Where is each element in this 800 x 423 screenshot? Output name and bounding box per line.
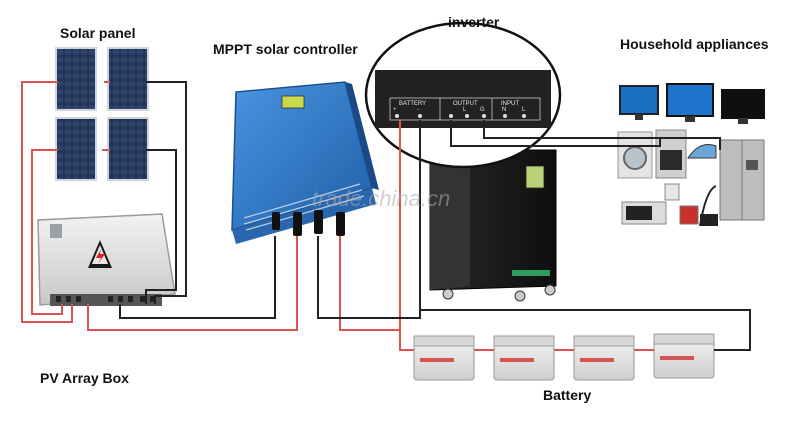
inverter-battery-legend: BATTERY [399,101,427,107]
terminal-label: - [417,107,419,113]
pv-array-box-label: PV Array Box [40,370,129,386]
solar-panel-icon [55,47,149,181]
inverter-input-legend: INPUT [501,101,519,107]
battery-label: Battery [543,387,592,403]
pv-array-box-icon [37,213,176,306]
inverter-label: inverter [448,14,500,30]
battery-bank-icon [413,333,715,381]
household-appliances-label: Household appliances [620,36,769,52]
terminal-label: N [502,107,507,113]
black-wires [119,81,751,351]
solar-panel-label: Solar panel [60,25,136,41]
appliance-group-icon [617,83,765,227]
inverter-zoom-callout [364,21,562,169]
terminal-label: + [393,107,397,113]
inverter-output-legend: OUTPUT [453,101,478,107]
mppt-controller-icon [231,81,379,244]
watermark: trade.china.cn [312,186,451,211]
terminal-label: G [480,107,485,113]
mppt-controller-label: MPPT solar controller [213,41,358,57]
terminal-label: L [522,107,526,113]
red-wires [21,81,654,351]
inverter-icon [429,149,557,302]
terminal-label: L [463,107,467,113]
